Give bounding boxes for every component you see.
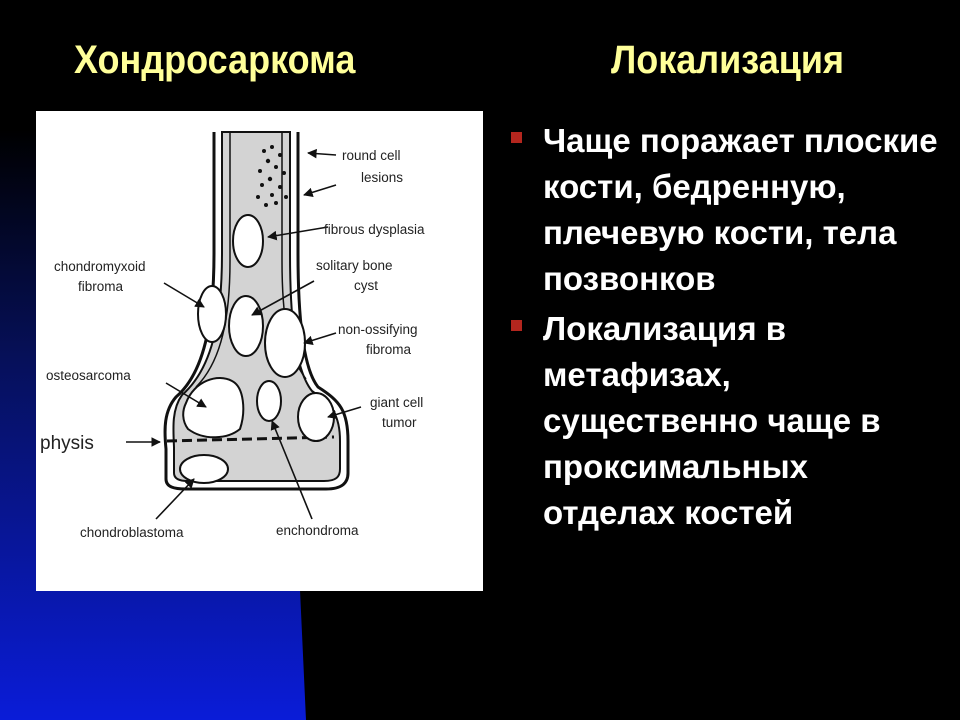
chondromyxoid-lesion (197, 285, 227, 343)
bullet-marker-icon (511, 320, 522, 331)
slide-title: Хондросаркома (74, 38, 356, 82)
section-title: Локализация (611, 38, 845, 82)
label-non-ossifying: non-ossifying (338, 322, 418, 337)
bullet-marker-icon (511, 132, 522, 143)
label-osteosarcoma: osteosarcoma (46, 368, 131, 383)
fibrous-dysplasia-lesion (232, 214, 264, 268)
label-fibrous-dysplasia: fibrous dysplasia (324, 222, 425, 237)
bullet-text: Локализация в метафизах, существенно чащ… (543, 310, 881, 531)
bone-diagram: round cell lesions fibrous dysplasia cho… (36, 111, 483, 591)
label-chondroblastoma: chondroblastoma (80, 525, 184, 540)
round-cell-dots (256, 145, 288, 207)
label-chondromyxoid-2: fibroma (78, 279, 124, 294)
bullet-item: Чаще поражает плоские кости, бедренную, … (507, 118, 947, 302)
enchondroma-lesion (256, 380, 282, 422)
solitary-cyst-lesion (228, 295, 264, 357)
bullet-item: Локализация в метафизах, существенно чащ… (507, 306, 947, 536)
label-non-ossifying-2: fibroma (366, 342, 412, 357)
label-enchondroma: enchondroma (276, 523, 359, 538)
label-solitary-cyst-2: cyst (354, 278, 378, 293)
label-round-cell: round cell (342, 148, 401, 163)
label-giant-cell: giant cell (370, 395, 423, 410)
label-physis: physis (40, 433, 94, 454)
label-giant-cell-2: tumor (382, 415, 417, 430)
bullet-text: Чаще поражает плоские кости, бедренную, … (543, 122, 938, 297)
chondroblastoma-lesion (179, 454, 229, 484)
label-solitary-cyst: solitary bone (316, 258, 393, 273)
label-round-cell-2: lesions (361, 170, 403, 185)
osteosarcoma-lesion (182, 377, 245, 439)
bullet-list: Чаще поражает плоские кости, бедренную, … (507, 118, 947, 540)
non-ossifying-lesion (264, 308, 306, 378)
label-chondromyxoid: chondromyxoid (54, 259, 146, 274)
bone-outline (163, 132, 350, 491)
